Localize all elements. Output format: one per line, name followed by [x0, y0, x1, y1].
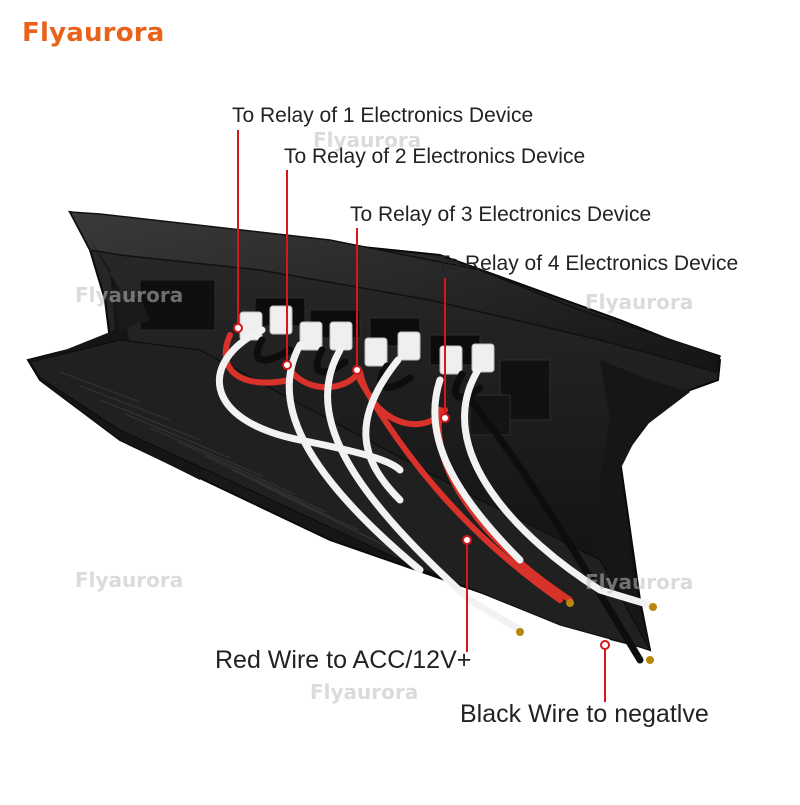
watermark: Flyaurora	[585, 290, 694, 314]
callout-black-wire: Black Wire to negatlve	[460, 700, 709, 728]
panel-right-wing	[590, 360, 690, 650]
watermark: Flyaurora	[313, 128, 422, 152]
brand-logo: Flyaurora	[22, 18, 165, 48]
callout-red-wire: Red Wire to ACC/12V+	[215, 646, 472, 674]
leader-lines	[237, 130, 606, 702]
callout-relay-4: To Relay of 4 Electronics Device	[437, 252, 739, 275]
watermark: Flyaurora	[75, 283, 184, 307]
watermark: Flyaurora	[585, 570, 694, 594]
leader-dots	[233, 323, 610, 650]
panel-lid	[68, 211, 721, 373]
callout-relay-1: To Relay of 1 Electronics Device	[232, 104, 534, 127]
callout-relay-3: To Relay of 3 Electronics Device	[350, 203, 652, 226]
callout-relay-2: To Relay of 2 Electronics Device	[284, 145, 586, 168]
watermark: Flyaurora	[75, 568, 184, 592]
watermark: Flyaurora	[310, 680, 419, 704]
wire-tips	[516, 599, 657, 664]
left-connector-block	[139, 279, 216, 331]
white-wires	[215, 326, 654, 634]
tray-ridges	[59, 371, 391, 549]
